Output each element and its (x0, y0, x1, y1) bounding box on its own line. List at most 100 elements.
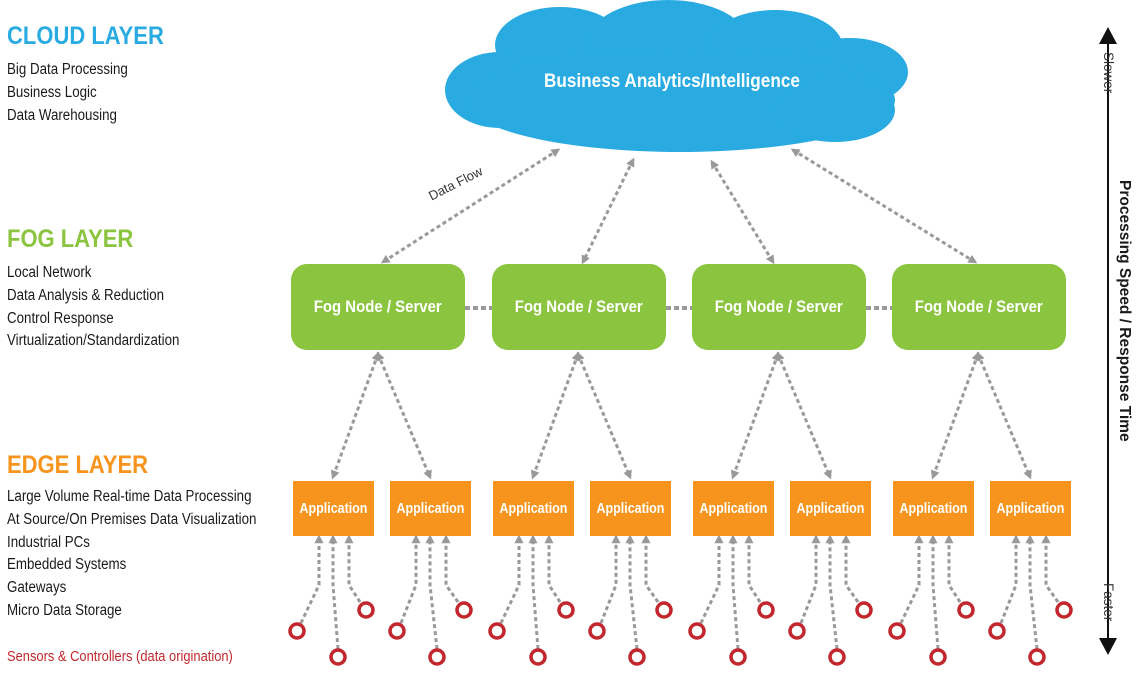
application-box: Application (893, 481, 974, 536)
sensor-app-link (928, 534, 940, 650)
sensors-label: Sensors & Controllers (data origination) (7, 648, 233, 665)
sensor-node (855, 601, 873, 619)
edge-layer-item: Embedded Systems (7, 556, 127, 574)
fog-node: Fog Node / Server (692, 264, 866, 350)
sensor-app-link (425, 534, 439, 650)
application-box: Application (990, 481, 1071, 536)
sensor-app-link (599, 534, 621, 624)
sensor-app-link (825, 534, 839, 650)
fog-app-link (730, 351, 781, 480)
sensor-app-link (544, 534, 562, 603)
cloud-layer-items: Big Data Processing Business Logic Data … (7, 59, 128, 127)
cloud-fog-link (581, 157, 635, 265)
sensor-node (788, 622, 806, 640)
fog-layer-title: FOG LAYER (7, 225, 134, 253)
sensor-app-link (499, 534, 524, 624)
sensor-node (388, 622, 406, 640)
sensor-app-link (999, 534, 1021, 624)
sensor-node (757, 601, 775, 619)
sensor-app-link (299, 534, 324, 624)
application-label: Application (299, 500, 368, 517)
cloud-fog-link (710, 159, 775, 265)
edge-layer-title: EDGE LAYER (7, 451, 149, 479)
application-label: Application (699, 500, 768, 517)
sensor-node (288, 622, 306, 640)
edge-layer-item: At Source/On Premises Data Visualization (7, 510, 257, 528)
cloud-fog-link (790, 148, 978, 264)
application-box: Application (390, 481, 471, 536)
fog-node: Fog Node / Server (892, 264, 1066, 350)
sensor-node (588, 622, 606, 640)
sensor-wires (299, 534, 1060, 650)
sensor-app-link (399, 534, 421, 624)
sensor-app-link (744, 534, 762, 603)
edge-layer-items: Large Volume Real-time Data Processing A… (7, 486, 256, 623)
application-label: Application (996, 500, 1065, 517)
sensor-node (628, 648, 646, 666)
sensor-app-link (1041, 534, 1060, 603)
fog-layer-item: Local Network (7, 264, 92, 281)
cloud-layer-item: Big Data Processing (7, 61, 128, 78)
fog-layer-item: Control Response (7, 309, 114, 327)
cloud-shape (445, 0, 908, 152)
sensor-node (655, 601, 673, 619)
cloud-layer-item: Business Logic (7, 83, 97, 101)
connector-lines (330, 148, 1032, 480)
sensor-app-link (328, 534, 340, 650)
sensor-app-link (899, 534, 924, 624)
application-box: Application (590, 481, 671, 536)
application-box: Application (293, 481, 374, 536)
sensor-app-link (1025, 534, 1039, 650)
sensor-app-link (641, 534, 660, 603)
fog-layer-items: Local Network Data Analysis & Reduction … (7, 262, 179, 353)
application-label: Application (796, 500, 865, 517)
axis-top-label: Slower (1101, 52, 1116, 94)
cloud-layer-title: CLOUD LAYER (7, 22, 164, 50)
sensor-node (888, 622, 906, 640)
fog-node: Fog Node / Server (492, 264, 666, 350)
sensor-node (455, 601, 473, 619)
fog-layer-item: Virtualization/Standardization (7, 332, 180, 350)
fog-app-link (376, 351, 432, 480)
fog-app-link (930, 351, 981, 480)
application-label: Application (499, 500, 568, 517)
application-label: Application (396, 500, 465, 517)
sensor-node (488, 622, 506, 640)
fog-node-label: Fog Node / Server (914, 297, 1044, 316)
sensor-app-link (625, 534, 639, 650)
fog-node-label: Fog Node / Server (313, 297, 443, 316)
sensor-app-link (944, 534, 962, 603)
sensor-node (357, 601, 375, 619)
edge-layer-item: Large Volume Real-time Data Processing (7, 488, 252, 505)
fog-node: Fog Node / Server (291, 264, 465, 350)
axis-bottom-label: Faster (1101, 583, 1116, 622)
sensor-node (329, 648, 347, 666)
sensor-app-link (728, 534, 740, 650)
sensor-node (929, 648, 947, 666)
application-label: Application (899, 500, 968, 517)
fog-app-link (576, 351, 632, 480)
cloud-layer-item: Data Warehousing (7, 106, 117, 124)
fog-app-link (776, 351, 832, 480)
sensor-node (988, 622, 1006, 640)
sensor-node (729, 648, 747, 666)
sensor-app-link (799, 534, 821, 624)
edge-layer-item: Micro Data Storage (7, 601, 122, 619)
speed-axis-arrow (1099, 27, 1117, 655)
edge-layer-item: Gateways (7, 579, 67, 597)
sensor-node (828, 648, 846, 666)
fog-app-link (330, 351, 381, 480)
sensor-node (529, 648, 547, 666)
application-box: Application (493, 481, 574, 536)
sensor-app-link (841, 534, 860, 603)
sensor-app-link (441, 534, 460, 603)
sensor-nodes (288, 601, 1073, 666)
fog-app-link (530, 351, 581, 480)
application-box: Application (693, 481, 774, 536)
cloud-label: Business Analytics/Intelligence (544, 70, 800, 92)
fog-layer-item: Data Analysis & Reduction (7, 286, 165, 304)
sensor-node (1028, 648, 1046, 666)
fog-app-link (976, 351, 1032, 480)
application-box: Application (790, 481, 871, 536)
